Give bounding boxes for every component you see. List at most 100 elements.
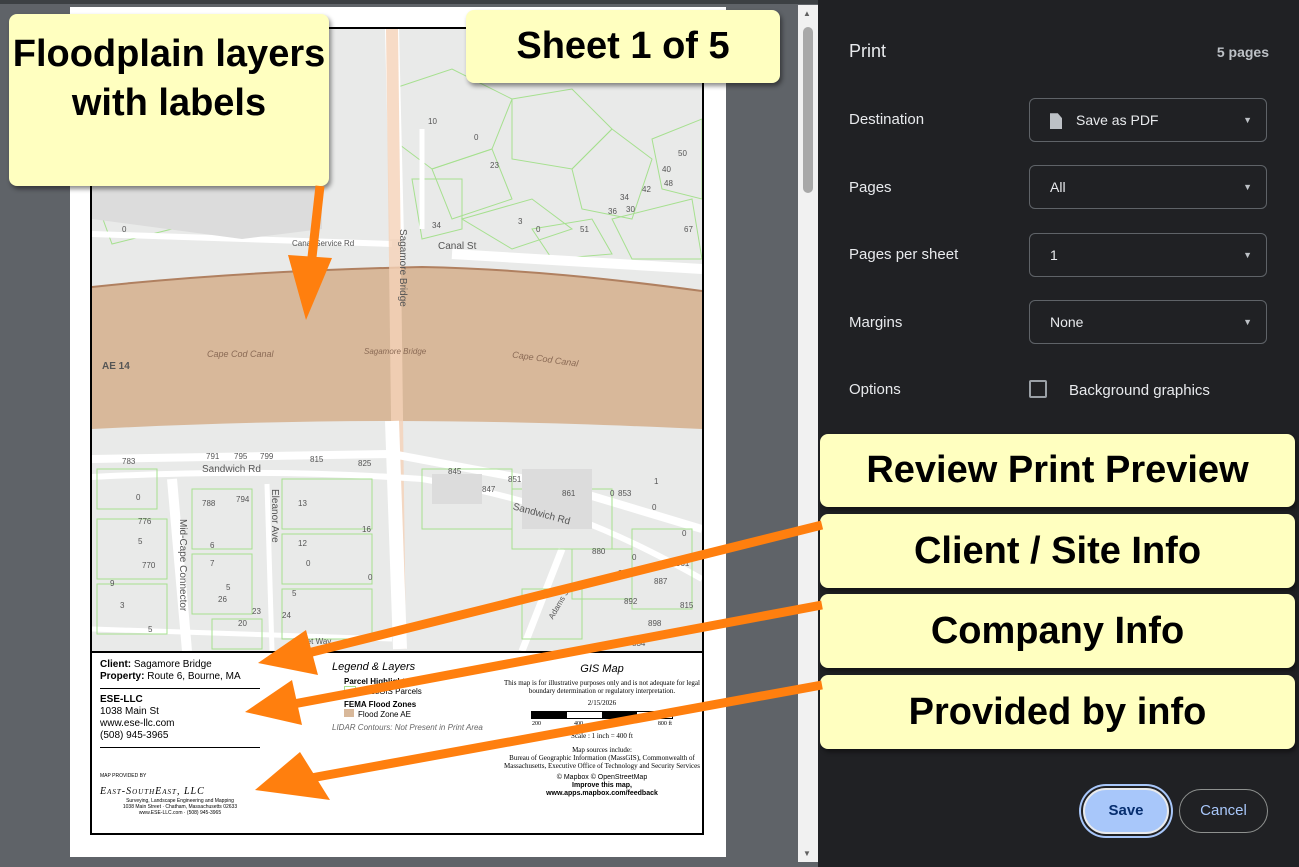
preview-page: Canal St Sandwich Rd Sandwich Rd Sagamor… [70,7,726,857]
scale-tick: 400 [573,721,583,727]
parcel-label: 50 [678,149,687,158]
parcel-label: 783 [122,457,136,466]
chevron-down-icon: ▼ [1243,317,1252,327]
cancel-button[interactable]: Cancel [1179,789,1268,833]
provided-by-label: MAP PROVIDED BY [100,773,147,779]
parcel-label: 67 [684,225,693,234]
improve-url[interactable]: www.apps.mapbox.com/feedback [546,790,658,797]
pages-per-sheet-value: 1 [1050,247,1058,263]
scroll-down-icon[interactable]: ▼ [803,849,811,858]
parcel-label: 34 [432,221,441,230]
background-graphics-checkbox[interactable] [1029,380,1047,398]
parcel-label: 5 [226,583,231,592]
company-web: www.ese-llc.com [100,718,175,729]
street-canal-st: Canal St [438,241,477,252]
gis-disclaimer: This map is for illustrative purposes on… [504,679,700,695]
gis-title: GIS Map [580,663,624,675]
options-label: Options [849,381,901,398]
parcel-label: 795 [234,452,248,461]
margins-label: Margins [849,314,903,331]
document-icon [1050,113,1062,130]
parcel-label: 0 [536,225,541,234]
parcel-label: 0 [682,529,687,538]
provider-address: 1038 Main Street · Chatham, Massachusett… [122,804,238,810]
parcel-label: 0 [632,553,637,562]
parcel-label: 40 [662,165,671,174]
legend-parcel-item: MassGIS Parcels [360,687,422,696]
pages-value: All [1050,179,1066,195]
company-address: 1038 Main St [100,706,159,717]
parcel-label: 892 [624,597,638,606]
destination-label: Destination [849,111,925,128]
provider-contact: www.ESE-LLC.com · (508) 945-3965 [138,810,222,816]
parcel-label: 770 [142,561,156,570]
parcel-label: 0 [610,489,615,498]
parcel-label: 3 [120,601,125,610]
street-outlet: Outlet Way [292,637,332,646]
top-strip [0,0,1299,4]
parcel-label: 794 [236,495,250,504]
parcel-label: 0 [474,133,479,142]
client-value: Sagamore Bridge [133,659,212,670]
parcel-label: 815 [680,601,694,610]
parcel-label: 0 [136,493,141,502]
canal-label-1: Cape Cod Canal [207,349,274,359]
parcel-label: 0 [306,559,311,568]
arrow-head [255,752,330,800]
parcel-label: 12 [298,539,307,548]
scale-tick: 800 ft [657,721,672,727]
mapbox-credit: © Mapbox © OpenStreetMap [556,774,648,781]
parcel-label: 898 [648,619,662,628]
gis-date: 2/15/2026 [587,699,617,707]
print-title: Print [849,41,887,61]
parcel-label: 51 [580,225,589,234]
destination-select[interactable]: Save as PDF ▼ [1029,98,1267,142]
parcel-label: 5 [138,537,143,546]
legend-parcel-heading: Parcel Highlight [344,677,405,686]
parcel-label: 0 [368,573,373,582]
save-button[interactable]: Save [1083,788,1169,834]
margins-select[interactable]: None ▼ [1029,300,1267,344]
chevron-down-icon: ▼ [1243,182,1252,192]
legend-flood-heading: FEMA Flood Zones [344,700,417,709]
destination-value: Save as PDF [1076,112,1159,128]
parcel-label: 24 [282,611,291,620]
scroll-up-icon[interactable]: ▲ [803,9,811,18]
callout-sheet: Sheet 1 of 5 [466,10,780,83]
property-label: Property: [100,671,145,682]
callout-client: Client / Site Info [820,514,1295,588]
pages-per-sheet-select[interactable]: 1 ▼ [1029,233,1267,277]
provider-logo-name: East-SouthEast, LLC [100,786,205,797]
parcel-label: 815 [310,455,324,464]
parcel-label: 36 [608,207,617,216]
callout-floodplain: Floodplain layers with labels [9,14,329,186]
parcel-label: 6 [210,541,215,550]
legend-title: Legend & Layers [332,661,416,673]
parcel-label: 847 [482,485,496,494]
flood-zone-label: AE 14 [102,361,130,372]
pages-select[interactable]: All ▼ [1029,165,1267,209]
callout-review: Review Print Preview [820,434,1295,507]
scrollbar-thumb[interactable] [803,27,813,193]
parcel-label: 26 [218,595,227,604]
parcel-label: 23 [490,161,499,170]
preview-scrollbar[interactable]: ▲ ▼ [798,5,818,862]
parcel-label: 3 [518,217,523,226]
chevron-down-icon: ▼ [1243,250,1252,260]
divider [100,688,260,689]
chevron-down-icon: ▼ [1243,115,1252,125]
legend: Legend & Layers Parcel Highlight MassGIS… [332,661,492,732]
legend-flood-item: Flood Zone AE [358,710,411,719]
improve-text: Improve this map, [572,782,632,789]
parcel-label: 791 [206,452,220,461]
parcel-label: 13 [298,499,307,508]
client-company-info: Client: Sagamore Bridge Property: Route … [100,659,260,816]
parcel-label: 48 [664,179,673,188]
background-graphics-label[interactable]: Background graphics [1069,382,1210,399]
parcel-label: 887 [654,577,668,586]
scale-tick: 200 [532,721,541,727]
property-value: Route 6, Bourne, MA [147,671,241,682]
parcel-label: 20 [238,619,247,628]
callout-company: Company Info [820,594,1295,668]
